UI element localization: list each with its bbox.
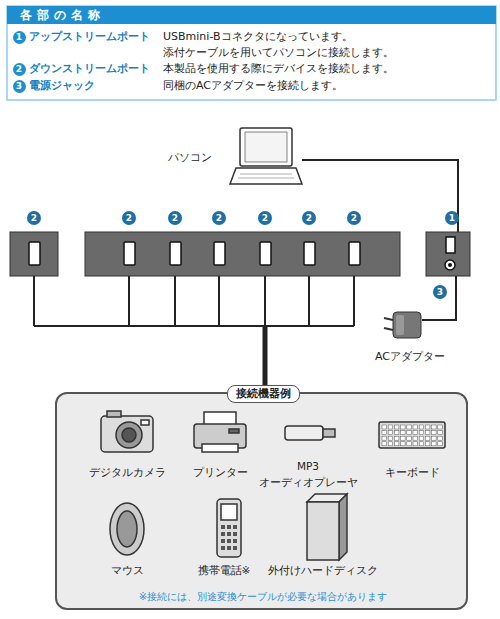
part-name: 電源ジャック — [29, 78, 95, 94]
callout-number: 2 — [258, 211, 272, 225]
panel-title: 各部の名称 — [20, 7, 105, 23]
callout-number: 1 — [13, 31, 26, 44]
callout-number: 3 — [13, 80, 26, 93]
device-label: MP3 オーディオプレーヤ — [253, 458, 363, 490]
device-example-box: 接続機器例※接続には、別途変換ケーブルが必要な場合がありますデジタルカメラプリン… — [55, 392, 468, 610]
callout-number: 2 — [13, 63, 26, 76]
part-name: アップストリームポート — [29, 29, 150, 45]
device-label: デジタルカメラ — [89, 464, 166, 480]
box-heading: 接続機器例 — [227, 385, 300, 403]
callout-number: 2 — [168, 211, 182, 225]
device-label: ACアダプター — [375, 349, 445, 365]
part-name: ダウンストリームポート — [29, 61, 150, 77]
callout-number: 2 — [212, 211, 226, 225]
device-label: 携帯電話※ — [198, 562, 251, 578]
device-label: マウス — [111, 562, 144, 578]
callout-number: 2 — [122, 211, 136, 225]
callout-number: 2 — [302, 211, 316, 225]
part-description: 本製品を使用する際にデバイスを接続します。 — [163, 61, 394, 77]
part-description: USBmini-Bコネクタになっています。 添付ケーブルを用いてパソコンに接続し… — [163, 29, 483, 61]
footnote: ※接続には、別途変換ケーブルが必要な場合があります — [139, 589, 387, 605]
callout-number: 2 — [347, 211, 361, 225]
callout-number: 2 — [27, 211, 41, 225]
callout-number: 3 — [433, 285, 447, 299]
device-label: パソコン — [168, 150, 212, 166]
callout-number: 1 — [445, 211, 459, 225]
device-label: キーボード — [385, 464, 440, 480]
device-label: 外付けハードディスク — [268, 562, 378, 578]
device-label: プリンター — [193, 464, 248, 480]
part-description: 同梱のACアダプターを接続します。 — [163, 78, 343, 94]
